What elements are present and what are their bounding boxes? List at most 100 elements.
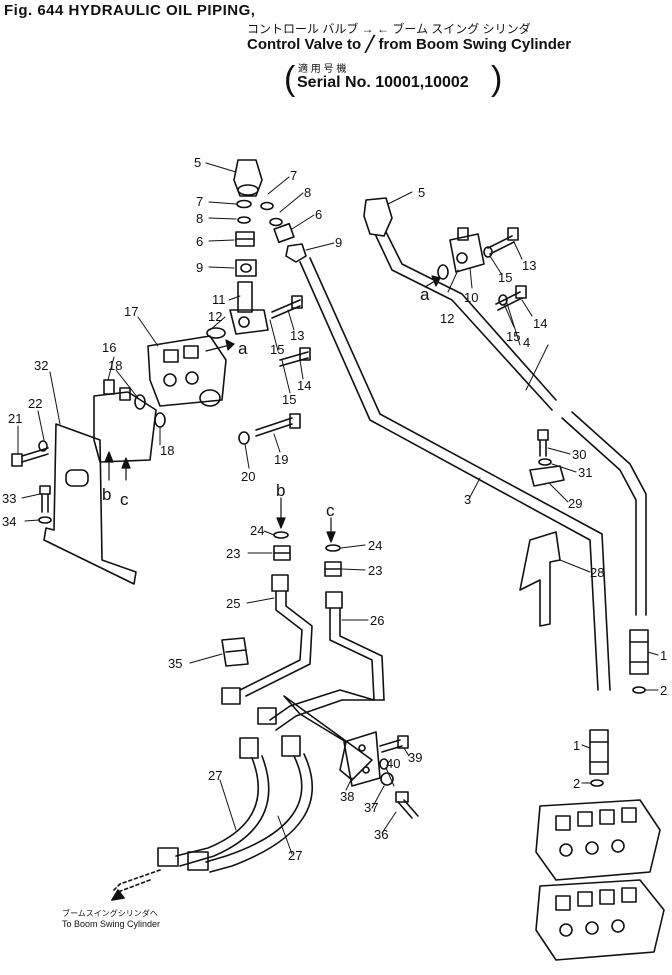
callout-39: 39 [408,750,422,765]
callout-16: 16 [102,340,116,355]
callout-24: 24 [368,538,382,553]
bracket-38 [283,695,381,787]
adapter-6-left [235,231,255,247]
callout-1: 1 [573,738,580,753]
callout-33: 33 [2,491,16,506]
adapter-23-left [273,545,291,561]
bolt-36 [395,791,419,819]
callout-26: 26 [370,613,384,628]
letter-c-left: c [120,490,129,509]
letter-a-right: a [420,285,430,304]
fittings-bottom-left [221,687,277,725]
callout-5: 5 [418,185,425,200]
adapter-6-right [273,222,295,244]
adapter-1-lower [589,729,609,775]
figure-title: Fig. 644 HYDRAULIC OIL PIPING, [4,2,256,19]
callout-6: 6 [315,207,322,222]
letter-b-left: b [102,485,111,504]
control-valve-upper [535,799,661,881]
callout-8: 8 [196,211,203,226]
callout-13: 13 [522,258,536,273]
block-16 [93,379,157,463]
elbow-5-right [363,197,393,237]
callout-7: 7 [196,194,203,209]
washer-20 [238,431,250,445]
callout-8: 8 [304,185,311,200]
callout-20: 20 [241,469,255,484]
callout-12: 12 [440,311,454,326]
callout-5: 5 [194,155,201,170]
nut-9-right [285,243,307,263]
letter-c-bottom: c [326,501,335,520]
clamp-29 [529,465,565,487]
callout-38: 38 [340,789,354,804]
adapter-23-right [324,561,342,577]
callout-27: 27 [208,768,222,783]
bolt-19 [255,413,301,437]
bolt-39 [379,735,409,753]
washer-40 [379,758,389,770]
o-ring-12-right [437,264,449,280]
serial-japanese: 適 用 号 機 [298,64,347,75]
o-rings-left [236,199,283,227]
o-ring-2-lower [590,779,604,787]
callout-numbers: 5 7 8 6 9 7 8 6 9 11 12 13 15 14 15 17 1… [2,155,667,863]
callout-24: 24 [250,523,264,538]
callout-14: 14 [297,378,311,393]
o-ring-24-left [273,531,289,539]
callout-22: 22 [28,396,42,411]
letter-b-bottom: b [276,481,285,500]
tee-11 [229,281,269,335]
callout-36: 36 [374,827,388,842]
callout-6: 6 [196,234,203,249]
pipe-3 [299,257,611,691]
callout-2: 2 [573,776,580,791]
callout-32: 32 [34,358,48,373]
callout-28: 28 [590,565,604,580]
callout-13: 13 [290,328,304,343]
callout-18: 18 [160,443,174,458]
o-ring-24-right [325,544,341,552]
bolt-21 [11,447,49,467]
callout-19: 19 [274,452,288,467]
elbow-5-left [233,159,263,197]
clamp-35 [221,637,249,667]
valve-17 [147,335,227,407]
callout-11: 11 [212,292,226,307]
callout-23: 23 [226,546,240,561]
callout-1: 1 [660,648,667,663]
bracket-28 [519,531,561,627]
destination-note-english: To Boom Swing Cylinder [62,919,161,929]
subtitle-english: Control Valve to ╱ from Boom Swing Cylin… [247,36,572,53]
callout-9: 9 [196,260,203,275]
bolt-33 [39,485,51,513]
washer-31 [538,458,552,466]
destination-arrow [111,869,161,901]
callout-23: 23 [368,563,382,578]
washers-15-right [483,246,508,306]
callout-10: 10 [464,290,478,305]
serial-bracket-right: ) [491,60,503,98]
callout-4: 4 [523,335,530,350]
o-ring-12-left [206,327,226,339]
callout-17: 17 [124,304,138,319]
callout-29: 29 [568,496,582,511]
callout-40: 40 [386,756,400,771]
callout-37: 37 [364,800,378,815]
tee-10 [449,227,485,273]
callout-15: 15 [270,342,284,357]
connection-arrows [104,275,441,543]
callout-27: 27 [288,848,302,863]
callout-21: 21 [8,411,22,426]
callout-15: 15 [498,270,512,285]
callout-30: 30 [572,447,586,462]
callout-7: 7 [290,168,297,183]
washer-34 [38,516,52,524]
hose-26 [269,591,385,731]
serial-number: Serial No. 10001,10002 [297,74,469,91]
serial-bracket-left: ( [284,60,296,98]
nut-9-left [235,259,257,277]
callout-25: 25 [226,596,240,611]
callout-34: 34 [2,514,16,529]
callout-15: 15 [506,329,520,344]
